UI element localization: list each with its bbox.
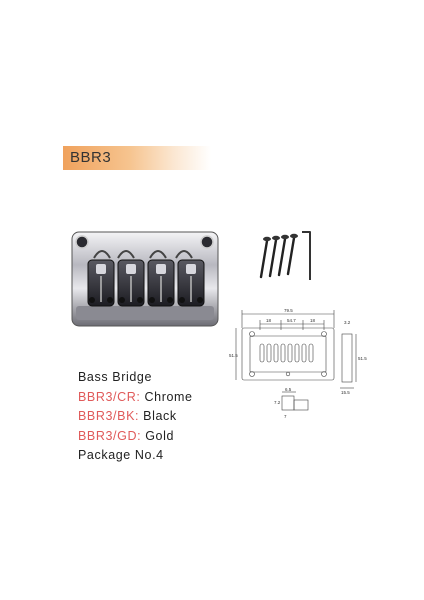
dimension-drawing: 79.5 18 54.7 18 51.5 51.5 3.2 15.5 6.5 7…	[229, 308, 367, 419]
variant-finish: Black	[143, 409, 177, 423]
mounting-screws-and-hex-key	[259, 231, 311, 280]
model-title: BBR3	[70, 149, 112, 166]
variant-separator: :	[137, 428, 146, 443]
variant-code: BBR3/BK	[78, 409, 136, 423]
variant-separator: :	[136, 389, 145, 404]
dim-left-spacing: 18	[266, 318, 272, 323]
variant-code: BBR3/GD	[78, 428, 138, 443]
product-description: Bass Bridge BBR3/CR: Chrome BBR3/BK: Bla…	[78, 368, 193, 466]
variant-code: BBR3/CR	[78, 389, 137, 404]
variant-chrome: BBR3/CR: Chrome	[78, 388, 193, 408]
bass-bridge-photo	[71, 231, 219, 327]
dim-side-depth: 15.5	[341, 390, 350, 395]
dim-height-left: 51.5	[229, 353, 238, 358]
dim-height-right: 51.5	[358, 356, 367, 361]
package-number: Package No.4	[78, 448, 164, 462]
dim-center-spacing: 54.7	[287, 318, 296, 323]
dim-saddle-width: 6.5	[285, 387, 292, 392]
dim-saddle-height-a: 7.2	[274, 400, 281, 405]
product-name: Bass Bridge	[78, 370, 152, 384]
dim-saddle-height-b: 7	[284, 414, 287, 419]
variant-black: BBR3/BK: Black	[78, 407, 193, 427]
dim-right-spacing: 18	[310, 318, 316, 323]
variant-finish: Gold	[145, 428, 175, 443]
header-accent-bar	[63, 146, 211, 170]
variant-separator: :	[135, 409, 144, 423]
variant-finish: Chrome	[144, 389, 193, 404]
variant-gold: BBR3/GD: Gold	[78, 427, 193, 447]
dim-overall-width: 79.5	[284, 308, 293, 313]
dim-top-offset: 3.2	[344, 320, 351, 325]
